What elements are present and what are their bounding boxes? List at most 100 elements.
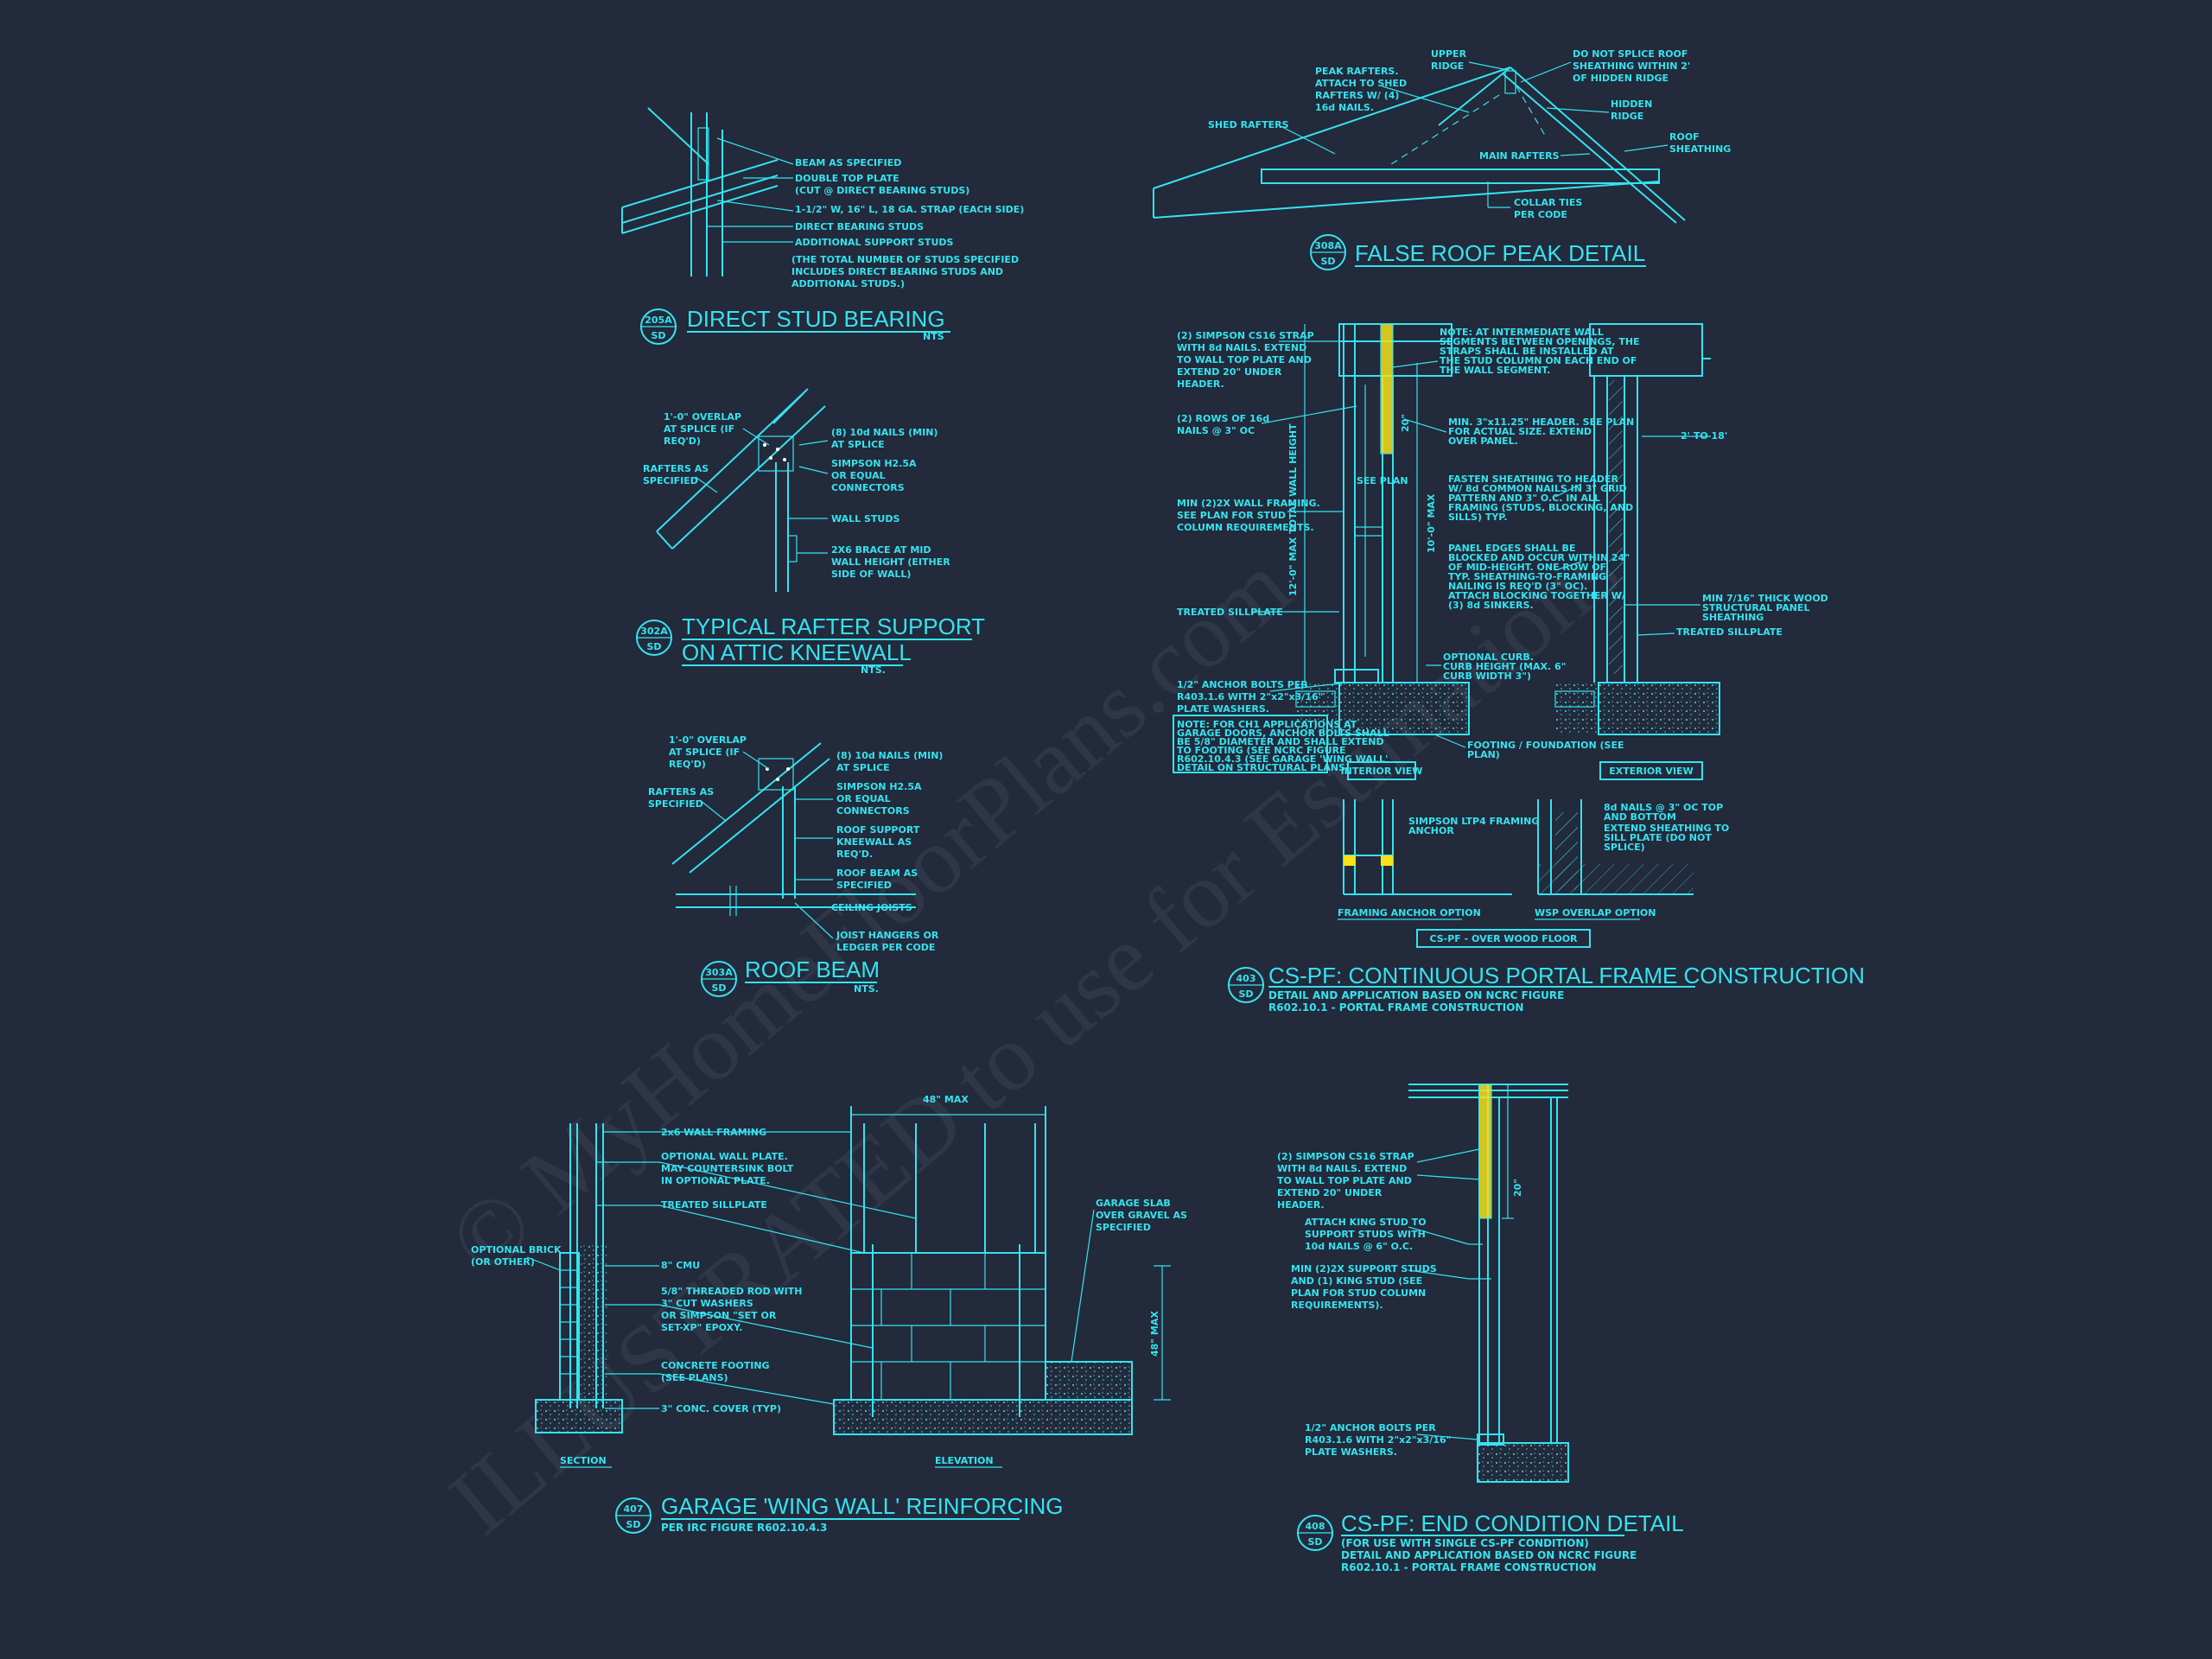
detail-title: CS-PF: CONTINUOUS PORTAL FRAME CONSTRUCT…	[1268, 963, 1865, 988]
label: OPTIONAL BRICK	[471, 1244, 562, 1255]
label: R403.1.6 WITH 2"x2"x3/16"	[1305, 1434, 1451, 1446]
label: SHEATHING WITHIN 2'	[1573, 60, 1690, 72]
label: ROOF SUPPORT	[836, 824, 920, 836]
bubble-sheet: SD	[1307, 1536, 1322, 1548]
note-line: R602.10.4.3 (SEE GARAGE 'WING WALL'	[1177, 753, 1388, 765]
label: AT SPLICE	[831, 439, 885, 450]
label: DOUBLE TOP PLATE	[795, 173, 899, 184]
label: WALL HEIGHT (EITHER	[831, 556, 950, 568]
exterior-view-label: EXTERIOR VIEW	[1609, 766, 1693, 777]
label: OPTIONAL CURB.	[1443, 652, 1534, 663]
label: REQ'D)	[669, 759, 706, 770]
end-condition-drawing: 20"	[1408, 1084, 1569, 1483]
label: SUPPORT STUDS WITH	[1305, 1229, 1426, 1240]
detail-false-roof-peak: PEAK RAFTERS. ATTACH TO SHED RAFTERS W/ …	[1153, 48, 1731, 270]
roof-beam-labels: 1'-0" OVERLAP AT SPLICE (IF REQ'D) RAFTE…	[648, 734, 943, 953]
detail-end-condition: 20" (2) SIMPSON CS16 STRAP WITH 8d NAILS…	[1277, 1084, 1684, 1573]
detail-typical-rafter-support: 1'-0" OVERLAP AT SPLICE (IF REQ'D) RAFTE…	[636, 388, 985, 676]
label: NAILING IS REQ'D (3" OC).	[1448, 581, 1587, 592]
detail-garage-wing-wall: SECTION 48" MAX	[471, 1094, 1187, 1534]
label: OVER PANEL.	[1448, 435, 1518, 447]
detail-scale: NTS.	[854, 983, 879, 995]
label: REQ'D)	[664, 435, 701, 447]
label: DO NOT SPLICE ROOF	[1573, 48, 1688, 60]
label: FRAMING (STUDS, BLOCKING, AND	[1448, 502, 1633, 513]
exterior-view-drawing	[1554, 323, 1720, 735]
label: 16d NAILS.	[1315, 102, 1374, 113]
detail-bubble: 302A SD	[636, 620, 672, 656]
label: OR SIMPSON "SET OR	[661, 1310, 777, 1321]
label: ADDITIONAL STUDS.)	[791, 278, 905, 289]
label: CONNECTORS	[836, 805, 910, 817]
dim-side: 48" MAX	[1149, 1311, 1160, 1357]
label: SHEATHING	[1669, 143, 1731, 155]
dim-wall-height: 10'-0" MAX	[1426, 493, 1437, 553]
detail-scale: NTS.	[861, 664, 886, 676]
label: SPECIFIED	[836, 880, 892, 891]
label: MIN 7/16" THICK WOOD	[1702, 593, 1828, 604]
detail-bubble: 303A SD	[701, 961, 737, 997]
label: PLAN)	[1467, 749, 1500, 760]
label: ROOF BEAM AS	[836, 868, 918, 879]
bubble-number: 205A	[645, 315, 672, 326]
label: AT SPLICE (IF	[669, 747, 740, 758]
label: COLUMN REQUIREMENTS.	[1177, 522, 1314, 533]
roof-beam-drawing	[671, 742, 916, 916]
detail-subtitle-1: (FOR USE WITH SINGLE CS-PF CONDITION)	[1341, 1537, 1589, 1549]
label: OR EQUAL	[831, 470, 886, 481]
label: CURB HEIGHT (MAX. 6"	[1443, 661, 1566, 672]
label: HEADER.	[1277, 1199, 1325, 1211]
label: OF MID-HEIGHT. ONE ROW OF	[1448, 562, 1606, 573]
label: ATTACH BLOCKING TOGETHER W/	[1448, 590, 1626, 601]
label: (THE TOTAL NUMBER OF STUDS SPECIFIED	[791, 254, 1019, 265]
view-labels: INTERIOR VIEW EXTERIOR VIEW	[1341, 761, 1703, 780]
label: SIMPSON LTP4 FRAMING	[1408, 816, 1539, 827]
label: 1'-0" OVERLAP	[669, 734, 747, 746]
detail-bubble: 408 SD	[1297, 1515, 1333, 1551]
stud-bearing-labels: BEAM AS SPECIFIED DOUBLE TOP PLATE (CUT …	[707, 137, 1024, 289]
label: 10d NAILS @ 6" O.C.	[1305, 1241, 1413, 1252]
label: 2X6 BRACE AT MID	[831, 544, 931, 556]
label: PLAN FOR STUD COLUMN	[1291, 1287, 1426, 1299]
label: (8) 10d NAILS (MIN)	[836, 750, 943, 761]
label: RIDGE	[1431, 60, 1464, 72]
detail-direct-stud-bearing: BEAM AS SPECIFIED DOUBLE TOP PLATE (CUT …	[621, 107, 1024, 345]
label: 5/8" THREADED ROD WITH	[661, 1286, 802, 1297]
label: OVER GRAVEL AS	[1096, 1210, 1187, 1221]
label: AT SPLICE	[836, 762, 890, 773]
label: THE STUD COLUMN ON EACH END OF	[1440, 355, 1637, 366]
bubble-sheet: SD	[1238, 988, 1253, 1000]
portal-frame-left-labels: (2) SIMPSON CS16 STRAP WITH 8d NAILS. EX…	[1177, 330, 1381, 715]
label: SIMPSON H2.5A	[831, 458, 917, 469]
label: ATTACH TO SHED	[1315, 78, 1407, 89]
label: STRAPS SHALL BE INSTALLED AT	[1440, 346, 1614, 357]
label: IN OPTIONAL PLATE.	[661, 1175, 770, 1186]
label: SET-XP" EPOXY.	[661, 1322, 742, 1333]
note-line: GARAGE DOORS, ANCHOR BOLTS SHALL	[1177, 728, 1389, 739]
wing-wall-section-drawing: SECTION	[535, 1123, 623, 1468]
detail-subtitle-2: R602.10.1 - PORTAL FRAME CONSTRUCTION	[1268, 1001, 1523, 1014]
label: SHED RAFTERS	[1208, 119, 1289, 130]
label: 8d NAILS @ 3" OC TOP	[1604, 802, 1723, 813]
label: HIDDEN	[1611, 99, 1652, 110]
label: LEDGER PER CODE	[836, 942, 935, 953]
detail-subtitle-2: DETAIL AND APPLICATION BASED ON NCRC FIG…	[1341, 1549, 1637, 1561]
label: RAFTERS W/ (4)	[1315, 90, 1399, 101]
label: (2) SIMPSON CS16 STRAP	[1177, 330, 1314, 341]
label: GARAGE SLAB	[1096, 1198, 1171, 1209]
label: (8) 10d NAILS (MIN)	[831, 427, 938, 438]
label: PLATE WASHERS.	[1177, 703, 1269, 715]
bubble-sheet: SD	[646, 641, 661, 652]
label: BLOCKED AND OCCUR WITHIN 24"	[1448, 552, 1630, 563]
bubble-number: 302A	[640, 626, 668, 637]
dim-see-plan: SEE PLAN	[1357, 475, 1408, 486]
label: ADDITIONAL SUPPORT STUDS	[795, 237, 954, 248]
label: SPLICE)	[1604, 842, 1645, 853]
label: CURB WIDTH 3")	[1443, 671, 1531, 682]
label: COLLAR TIES	[1514, 197, 1582, 208]
rafter-support-drawing	[656, 388, 826, 592]
label: WALL STUDS	[831, 513, 899, 524]
label: MAY COUNTERSINK BOLT	[661, 1163, 794, 1174]
label: INCLUDES DIRECT BEARING STUDS AND	[791, 266, 1003, 277]
